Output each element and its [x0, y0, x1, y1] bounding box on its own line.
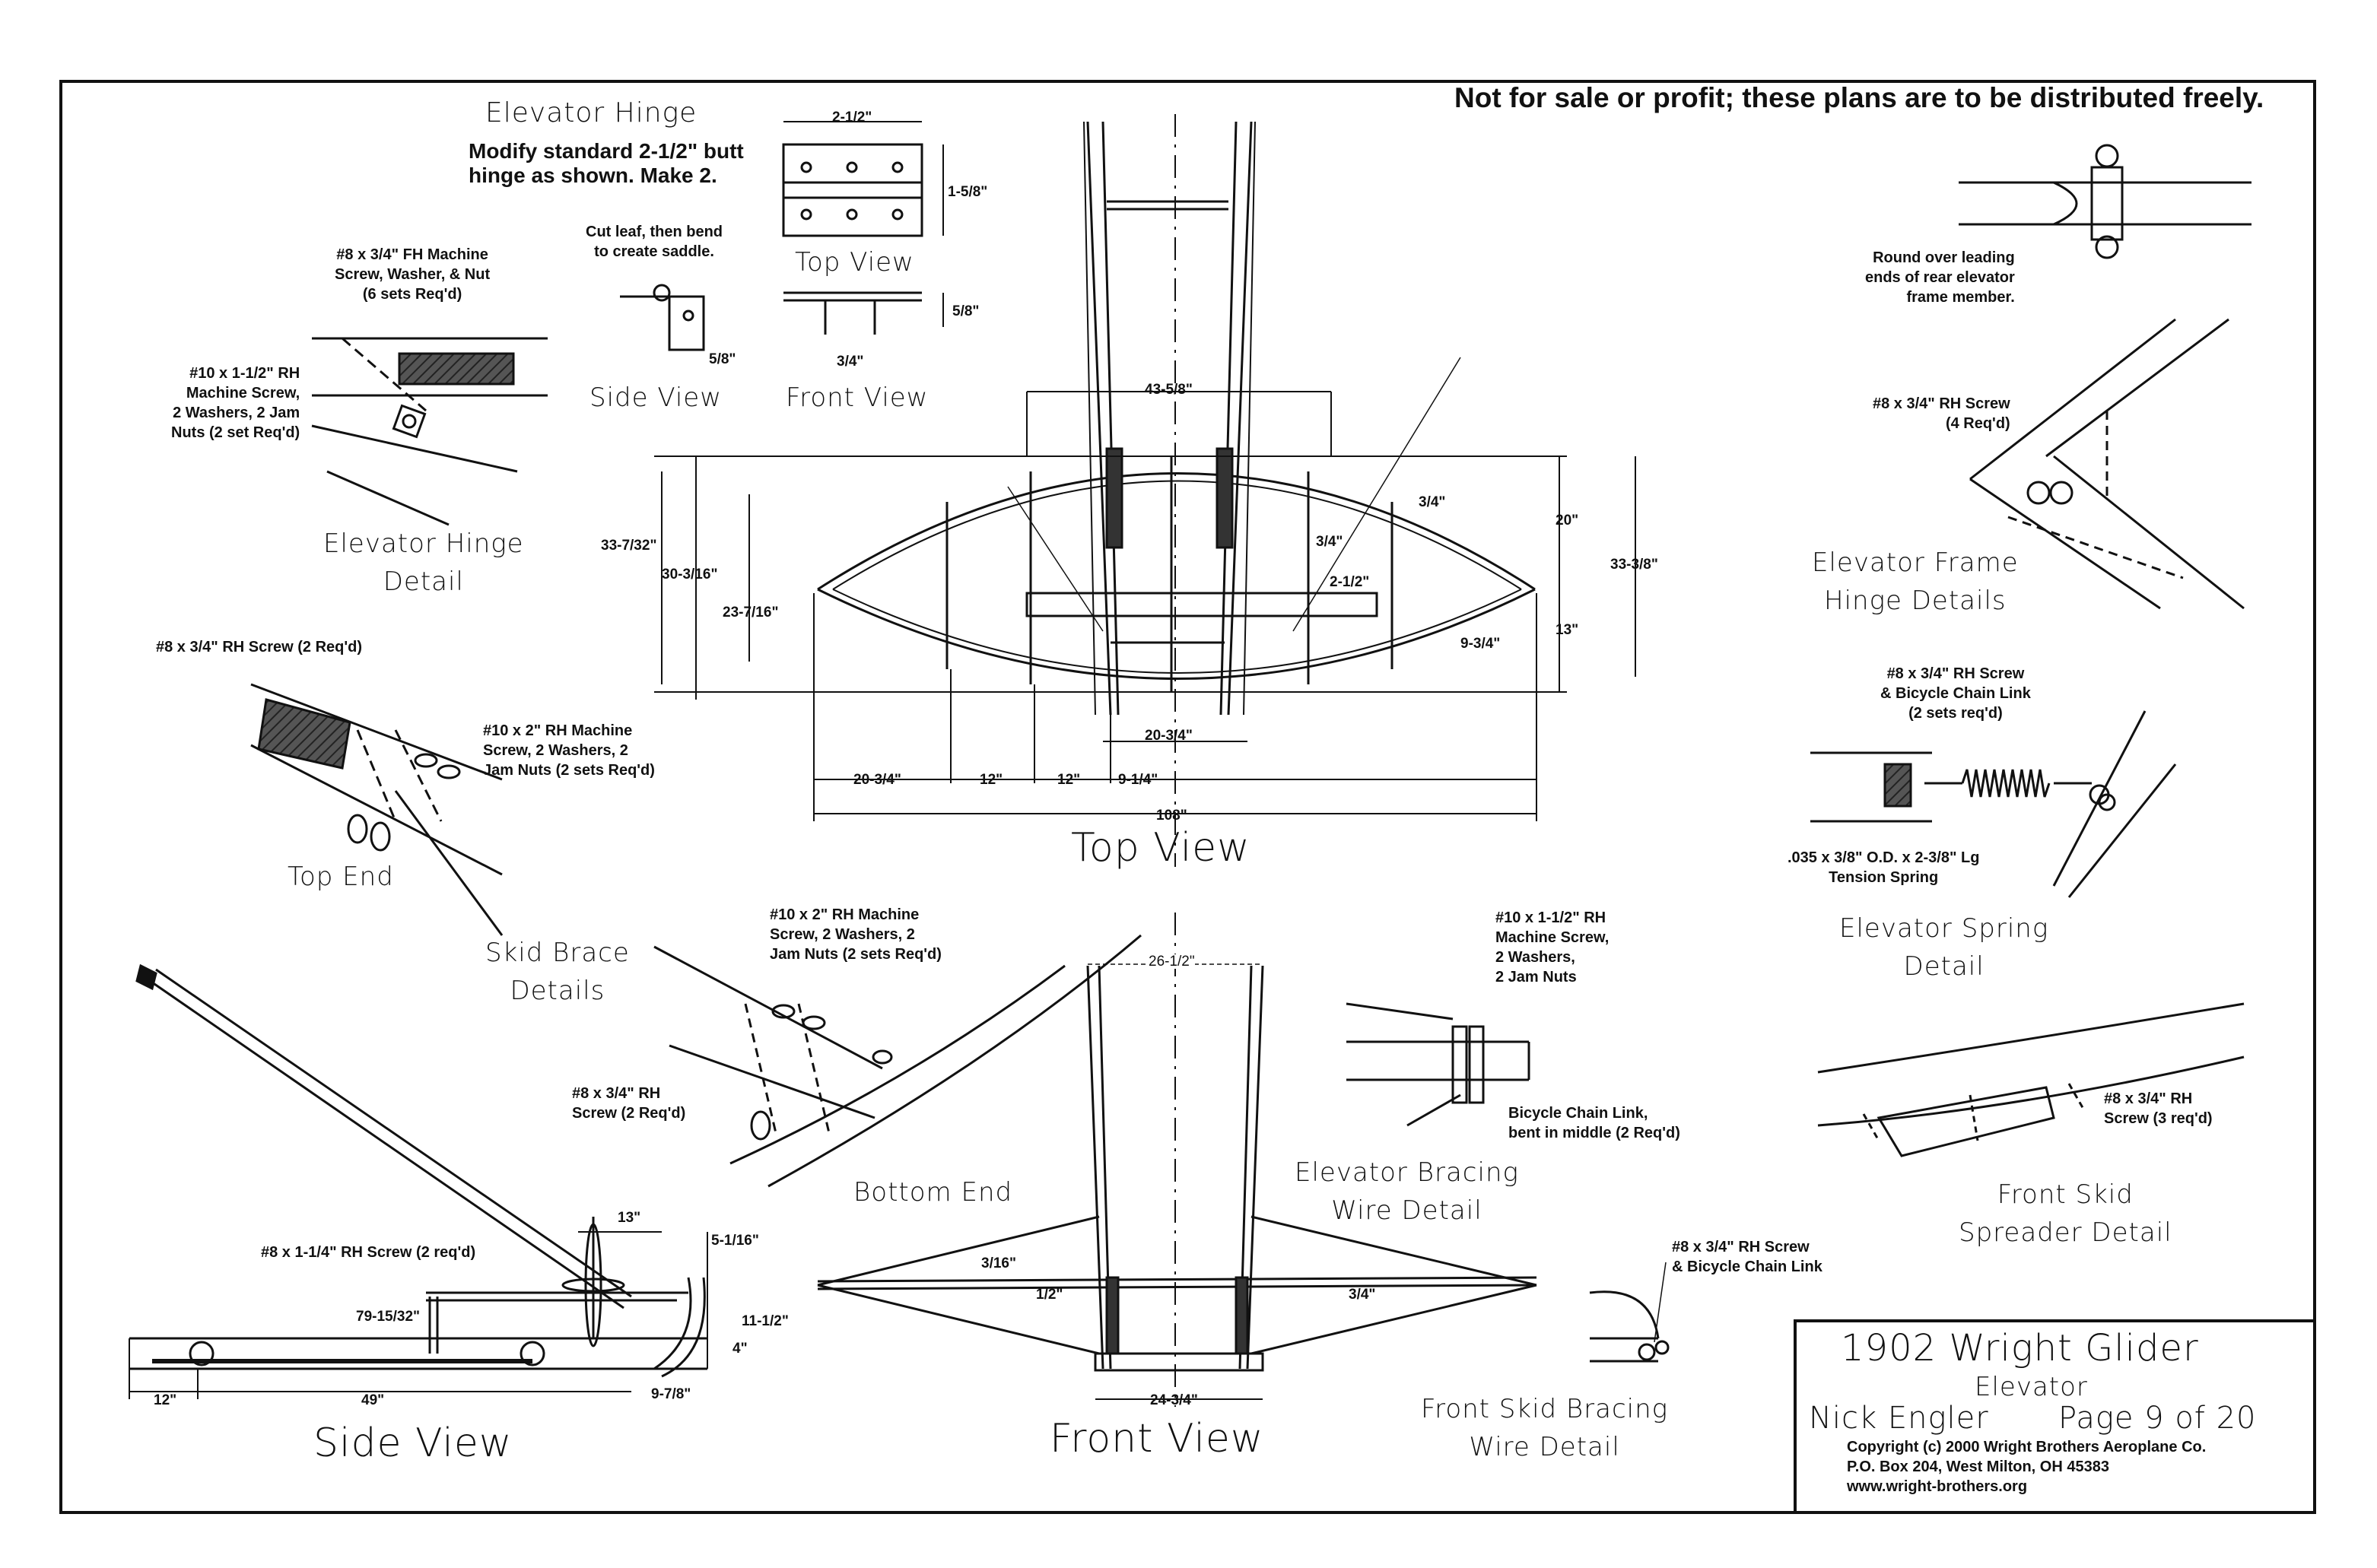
spring-detail-label: Elevator Spring Detail — [1839, 913, 2049, 982]
dim-108: 108" — [1156, 808, 1187, 824]
dim-front-1-2: 1/2" — [1036, 1287, 1063, 1303]
hinge-front-view-label: Front View — [786, 382, 929, 413]
disclaimer: Not for sale or profit; these plans are … — [1454, 82, 2264, 113]
side-view-screw-note: #8 x 1-1/4" RH Screw (2 req'd) — [261, 1244, 476, 1261]
title-block-author: Nick Engler — [1809, 1401, 1989, 1436]
dim-12-a: 12" — [980, 772, 1003, 788]
dim-20-3-4-b: 20-3/4" — [853, 772, 901, 788]
hinge-cut-note: Cut leaf, then bend to create saddle. — [586, 224, 723, 260]
dim-2-1-2: 2-1/2" — [1330, 574, 1370, 590]
title-block-subtitle: Elevator — [1975, 1372, 2088, 1402]
dim-side-49: 49" — [361, 1392, 385, 1408]
dim-front-26-1-2: 26-1/2" — [1149, 954, 1195, 970]
hinge-side-view-label: Side View — [589, 382, 723, 413]
skid-brace-label: Skid Brace Details — [485, 938, 630, 1006]
bracing-wire-drawing — [1346, 1002, 1530, 1127]
bracing-chain-note: Bicycle Chain Link, bent in middle (2 Re… — [1508, 1105, 1680, 1141]
dim-side-4: 4" — [732, 1341, 748, 1357]
dim-12-b: 12" — [1057, 772, 1081, 788]
skid-bracing-drawing — [1589, 1262, 1670, 1363]
sheet-border — [59, 80, 2316, 1514]
bracing-wire-screw: #10 x 1-1/2" RH Machine Screw, 2 Washers… — [1495, 909, 1610, 986]
dim-hinge-front-bottom: 3/4" — [837, 354, 864, 370]
dim-side-9-7-8: 9-7/8" — [651, 1386, 691, 1402]
bracing-wire-label: Elevator Bracing Wire Detail — [1295, 1157, 1519, 1226]
hinge-detail-label: Elevator Hinge Detail — [323, 528, 524, 597]
title-block-page: Page 9 of 20 — [2058, 1401, 2257, 1436]
frame-hinge-label: Elevator Frame Hinge Details — [1812, 548, 2019, 616]
bottom-end-label: Bottom End — [853, 1177, 1013, 1208]
dim-hinge-side: 5/8" — [709, 351, 736, 367]
front-view-label: Front View — [1050, 1416, 1264, 1462]
dim-side-12: 12" — [154, 1392, 177, 1408]
top-end-screw-a: #8 x 3/4" RH Screw (2 Req'd) — [156, 639, 363, 655]
top-end-screw-b: #10 x 2" RH Machine Screw, 2 Washers, 2 … — [483, 722, 655, 779]
dim-front-3-4: 3/4" — [1349, 1287, 1376, 1303]
spring-screw-note: #8 x 3/4" RH Screw & Bicycle Chain Link … — [1880, 665, 2031, 722]
hinge-fh-screw-note: #8 x 3/4" FH Machine Screw, Washer, & Nu… — [335, 246, 491, 303]
dim-side-5-1-16: 5-1/16" — [711, 1233, 759, 1249]
hinge-rh-screw-note: #10 x 1-1/2" RH Machine Screw, 2 Washers… — [171, 365, 300, 441]
top-end-drawing — [250, 683, 504, 936]
dim-20-3-4-a: 20-3/4" — [1145, 728, 1193, 744]
title-block-title: 1902 Wright Glider — [1841, 1327, 2199, 1370]
spreader-drawing — [1817, 1002, 2245, 1157]
hinge-instructions: Modify standard 2-1/2" butt hinge as sho… — [469, 139, 744, 187]
spreader-label: Front Skid Spreader Detail — [1959, 1179, 2172, 1248]
dim-9-1-4: 9-1/4" — [1118, 772, 1158, 788]
spring-drawing — [1810, 710, 2177, 898]
side-view-label: Side View — [313, 1420, 513, 1466]
spring-note: .035 x 3/8" O.D. x 2-3/8" Lg Tension Spr… — [1788, 849, 1980, 886]
frame-hinge-drawing — [1959, 144, 2251, 610]
dim-43-5-8: 43-5/8" — [1145, 382, 1193, 398]
dim-33-3-8: 33-3/8" — [1610, 557, 1658, 573]
dim-3-4-a: 3/4" — [1419, 494, 1446, 510]
skid-brace-drawing — [653, 934, 1142, 1188]
dim-hinge-height: 1-5/8" — [948, 184, 988, 200]
skid-bracing-screw-note: #8 x 3/4" RH Screw & Bicycle Chain Link — [1672, 1239, 1822, 1275]
top-view-label: Top View — [1071, 825, 1250, 871]
top-view-drawing — [654, 114, 1636, 867]
hinge-heading: Elevator Hinge — [485, 97, 698, 129]
dim-side-79-15-32: 79-15/32" — [356, 1309, 421, 1325]
top-end-label: Top End — [288, 862, 394, 892]
dim-side-11-1-2: 11-1/2" — [742, 1313, 789, 1329]
dim-9-3-4: 9-3/4" — [1460, 636, 1501, 652]
frame-hinge-screw-note: #8 x 3/4" RH Screw (4 Req'd) — [1873, 395, 2010, 432]
side-view-drawing — [129, 963, 708, 1399]
hinge-detail-drawing — [311, 337, 548, 526]
spreader-screw-note: #8 x 3/4" RH Screw (3 req'd) — [2104, 1090, 2213, 1127]
dim-30-3-16: 30-3/16" — [662, 567, 718, 582]
hinge-top-view-label: Top View — [795, 247, 914, 278]
dim-33-7-32: 33-7/32" — [601, 538, 657, 554]
dim-20: 20" — [1556, 513, 1579, 528]
title-block-copyright: Copyright (c) 2000 Wright Brothers Aerop… — [1847, 1439, 2207, 1495]
dim-hinge-width: 2-1/2" — [832, 110, 872, 125]
hinge-side-view-drawing — [620, 284, 705, 351]
skid-brace-screw: #8 x 3/4" RH Screw (2 Req'd) — [572, 1085, 686, 1122]
dim-13: 13" — [1556, 622, 1579, 638]
round-over-note: Round over leading ends of rear elevator… — [1865, 249, 2015, 306]
skid-brace-machine-screw: #10 x 2" RH Machine Screw, 2 Washers, 2 … — [770, 906, 942, 963]
hinge-top-view-drawing — [782, 121, 944, 237]
dim-front-3-16: 3/16" — [981, 1255, 1016, 1271]
front-view-drawing — [817, 913, 1537, 1407]
title-block-box — [1794, 1319, 2316, 1514]
dim-hinge-front-right: 5/8" — [952, 303, 980, 319]
dim-3-4-b: 3/4" — [1316, 534, 1343, 550]
hinge-front-view-drawing — [783, 291, 944, 335]
skid-bracing-label: Front Skid Bracing Wire Detail — [1421, 1394, 1669, 1462]
dim-front-24-3-4: 24-3/4" — [1150, 1392, 1198, 1408]
dim-23-7-16: 23-7/16" — [723, 605, 779, 621]
dim-side-13: 13" — [618, 1210, 641, 1226]
